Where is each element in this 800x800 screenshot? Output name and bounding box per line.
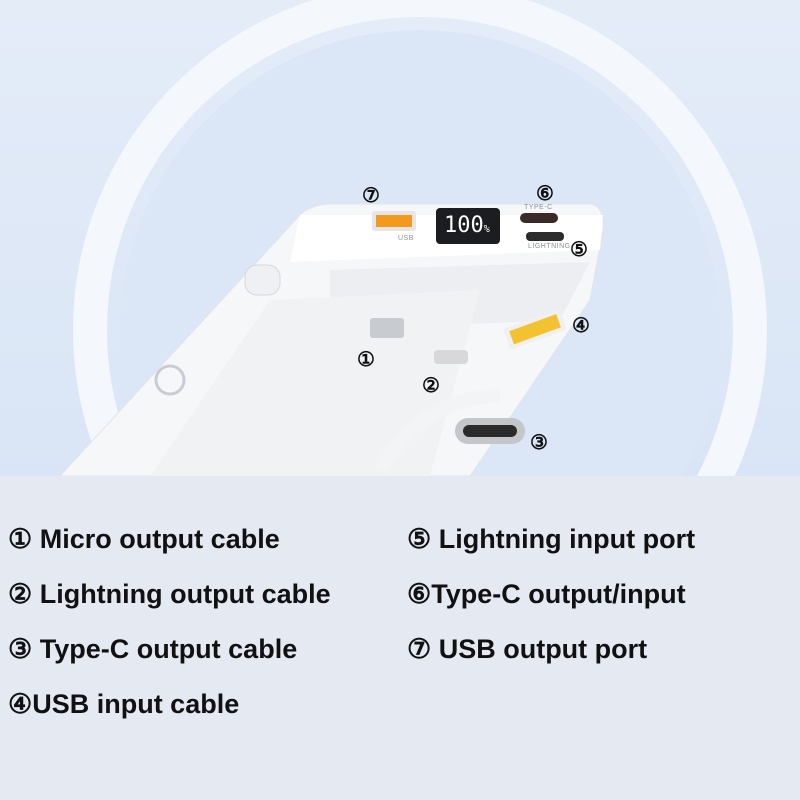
legend-item-lightning-cable: ② Lightning output cable: [8, 579, 331, 609]
feature-legend: ① Micro output cable ② Lightning output …: [0, 476, 800, 800]
display-value: 100: [444, 213, 484, 238]
display-unit: %: [483, 224, 490, 235]
micro-connector: [370, 318, 404, 338]
legend-item-usb-cable: ④USB input cable: [8, 689, 240, 719]
legend-item-type-c-cable: ③ Type-C output cable: [8, 634, 298, 664]
marker-7: ⑦: [362, 185, 380, 207]
usb-port: [376, 215, 412, 227]
legend-item-usb-port: ⑦ USB output port: [407, 634, 648, 664]
lightning-port-label: LIGHTNING: [528, 243, 571, 250]
type-c-port-label: TYPE-C: [524, 204, 553, 211]
legend-item-lightning-port: ⑤ Lightning input port: [407, 524, 696, 554]
marker-2: ②: [422, 375, 440, 397]
usb-connector: [503, 309, 567, 350]
marker-1: ①: [357, 349, 375, 371]
marker-6: ⑥: [536, 183, 554, 205]
legend-item-type-c-port: ⑥Type-C output/input: [407, 579, 686, 609]
marker-3: ③: [530, 432, 548, 454]
marker-4: ④: [572, 315, 590, 337]
product-image: 100% USB TYPE-C LIGHTNING ⑦ ⑥ ⑤ ④ ① ② ③: [0, 0, 800, 476]
lightning-port: [526, 232, 564, 241]
battery-display: 100%: [436, 208, 500, 244]
type-c-port: [520, 213, 558, 223]
marker-5: ⑤: [570, 239, 588, 261]
usb-port-label: USB: [398, 235, 414, 242]
lightning-connector: [434, 350, 468, 364]
power-bank-illustration: [59, 0, 767, 476]
legend-item-micro: ① Micro output cable: [8, 524, 280, 554]
